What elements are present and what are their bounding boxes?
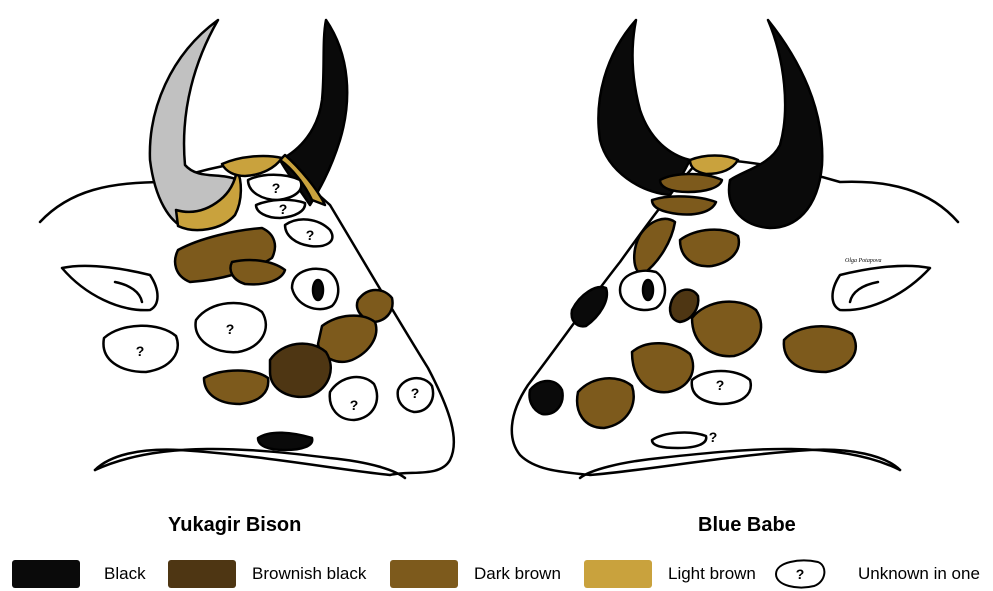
blue-babe-right-horn xyxy=(729,20,822,228)
blue-babe-cheek-patch-2 xyxy=(784,326,856,372)
yukagir-brow-patch xyxy=(231,260,285,284)
unknown-mark: ? xyxy=(272,180,281,196)
blue-babe-forehead-patch-2 xyxy=(652,196,716,214)
blue-babe-lower-jaw xyxy=(580,449,900,478)
yukagir-mouth-patch xyxy=(258,433,312,450)
unknown-mark: ? xyxy=(226,321,235,337)
yukagir-eye xyxy=(313,280,323,300)
yukagir-ear xyxy=(62,266,158,310)
legend-swatch-black xyxy=(12,560,80,588)
unknown-mark: ? xyxy=(350,397,359,413)
yukagir-bison-head xyxy=(40,20,454,478)
blue-babe-mid-patch xyxy=(632,343,693,392)
unknown-mark: ? xyxy=(411,385,420,401)
unknown-mark: ? xyxy=(279,201,288,217)
blue-babe-title: Blue Babe xyxy=(698,514,796,537)
blue-babe-crown xyxy=(690,156,738,175)
unknown-mark: ? xyxy=(709,429,718,445)
unknown-mark: ? xyxy=(306,227,315,243)
legend-unknown-icon: ? xyxy=(770,556,830,590)
blue-babe-forehead-band xyxy=(680,230,739,267)
blue-babe-muzzle-black xyxy=(530,381,563,414)
yukagir-crown xyxy=(222,156,282,176)
blue-babe-unknown-2 xyxy=(652,433,706,448)
yukagir-brownish-patch xyxy=(270,344,331,397)
blue-babe-side-black xyxy=(572,287,607,326)
blue-babe-left-horn xyxy=(598,20,690,195)
legend-label-light-brown: Light brown xyxy=(668,564,756,584)
blue-babe-forehead-side xyxy=(634,219,675,275)
legend-swatch-dark-brown xyxy=(390,560,458,588)
bison-head-diagram: ? ? ? ? ? ? ? ? ? Olga Potapova xyxy=(0,0,993,550)
blue-babe-cheek-patch-1 xyxy=(692,302,761,357)
yukagir-bison-title: Yukagir Bison xyxy=(168,514,301,537)
blue-babe-eye xyxy=(643,280,653,300)
legend-unknown-mark: ? xyxy=(796,566,805,582)
legend-label-brownish-black: Brownish black xyxy=(252,564,366,584)
yukagir-lower-patch xyxy=(204,371,268,405)
artist-signature: Olga Potapova xyxy=(845,258,882,264)
legend-label-unknown: Unknown in one xyxy=(858,564,980,584)
unknown-mark: ? xyxy=(716,377,725,393)
unknown-mark: ? xyxy=(136,343,145,359)
blue-babe-head xyxy=(512,20,958,478)
blue-babe-forehead-patch-1 xyxy=(660,174,722,192)
blue-babe-ear xyxy=(833,266,931,310)
legend-label-dark-brown: Dark brown xyxy=(474,564,561,584)
yukagir-lower-jaw xyxy=(95,449,405,478)
legend-label-black: Black xyxy=(104,564,146,584)
legend-swatch-light-brown xyxy=(584,560,652,588)
legend-swatch-brownish-black xyxy=(168,560,236,588)
color-legend: Black Brownish black Dark brown Light br… xyxy=(0,556,993,588)
blue-babe-lower-patch xyxy=(577,378,634,428)
